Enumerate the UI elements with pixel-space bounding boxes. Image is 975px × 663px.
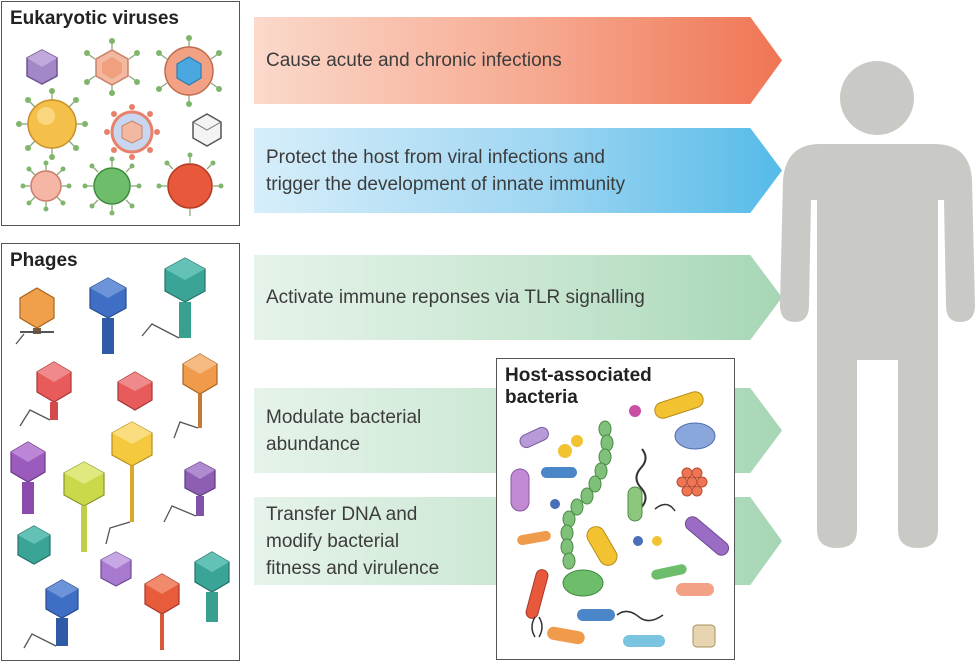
bacteriophage-icon [89,277,127,354]
bacteriophage-icon [194,551,230,622]
host-associated-bacteria-panel: Host-associated bacteria [496,358,735,660]
effect-label: Cause acute and chronic infections [266,50,562,71]
virus-particle-icon [26,49,58,85]
virus-particle-icon [156,35,222,107]
bacteria-icons [510,391,730,648]
bacteriophage-icon [10,441,46,514]
effect-label: Activate immune reponses via TLR signall… [266,287,645,308]
effect-label: Transfer DNA and modify bacterial fitnes… [266,503,440,579]
eukaryotic-viruses-title: Eukaryotic viruses [10,8,179,29]
bacteriophage-icon [117,371,153,411]
bacteriophage-icon [144,573,180,650]
virus-particle-icon [156,152,224,216]
virus-particle-icon [192,113,222,147]
virus-particle-icon [84,38,140,96]
bacteriophage-icon [63,461,105,552]
bacteriophage-icon [100,551,132,587]
effect-label: Modulate bacterial abundance [266,406,422,455]
phages-title: Phages [10,250,78,271]
bacteriophage-icon [23,579,79,649]
bacteriophage-icon [163,461,216,523]
effect-arrow-protect-host: Protect the host from viral infections a… [254,128,782,213]
bacteriophage-icon [105,421,153,545]
eukaryotic-viruses-panel: Eukaryotic viruses [1,1,240,226]
bacterium-icon [510,391,730,648]
virus-particle-icon [82,156,142,216]
phage-icons [10,257,230,650]
effect-label: Protect the host from viral infections a… [266,146,626,195]
virus-particle-icon [104,104,160,160]
bacteria-title: Host-associated bacteria [505,365,652,408]
bacteriophage-icon [17,525,51,565]
virus-particle-icon [16,88,88,160]
bacteriophage-icon [141,257,206,339]
phages-panel: Phages [1,243,240,661]
human-silhouette-icon [780,61,975,548]
bacteriophage-icon [19,361,72,427]
bacteriophage-icon [15,287,55,345]
effect-arrow-tlr-signalling: Activate immune reponses via TLR signall… [254,255,782,340]
bacteriophage-icon [173,353,218,439]
effect-arrow-acute-chronic-infections: Cause acute and chronic infections [254,17,782,104]
virus-particle-icon [20,160,72,212]
eukaryotic-virus-icons [16,35,224,216]
